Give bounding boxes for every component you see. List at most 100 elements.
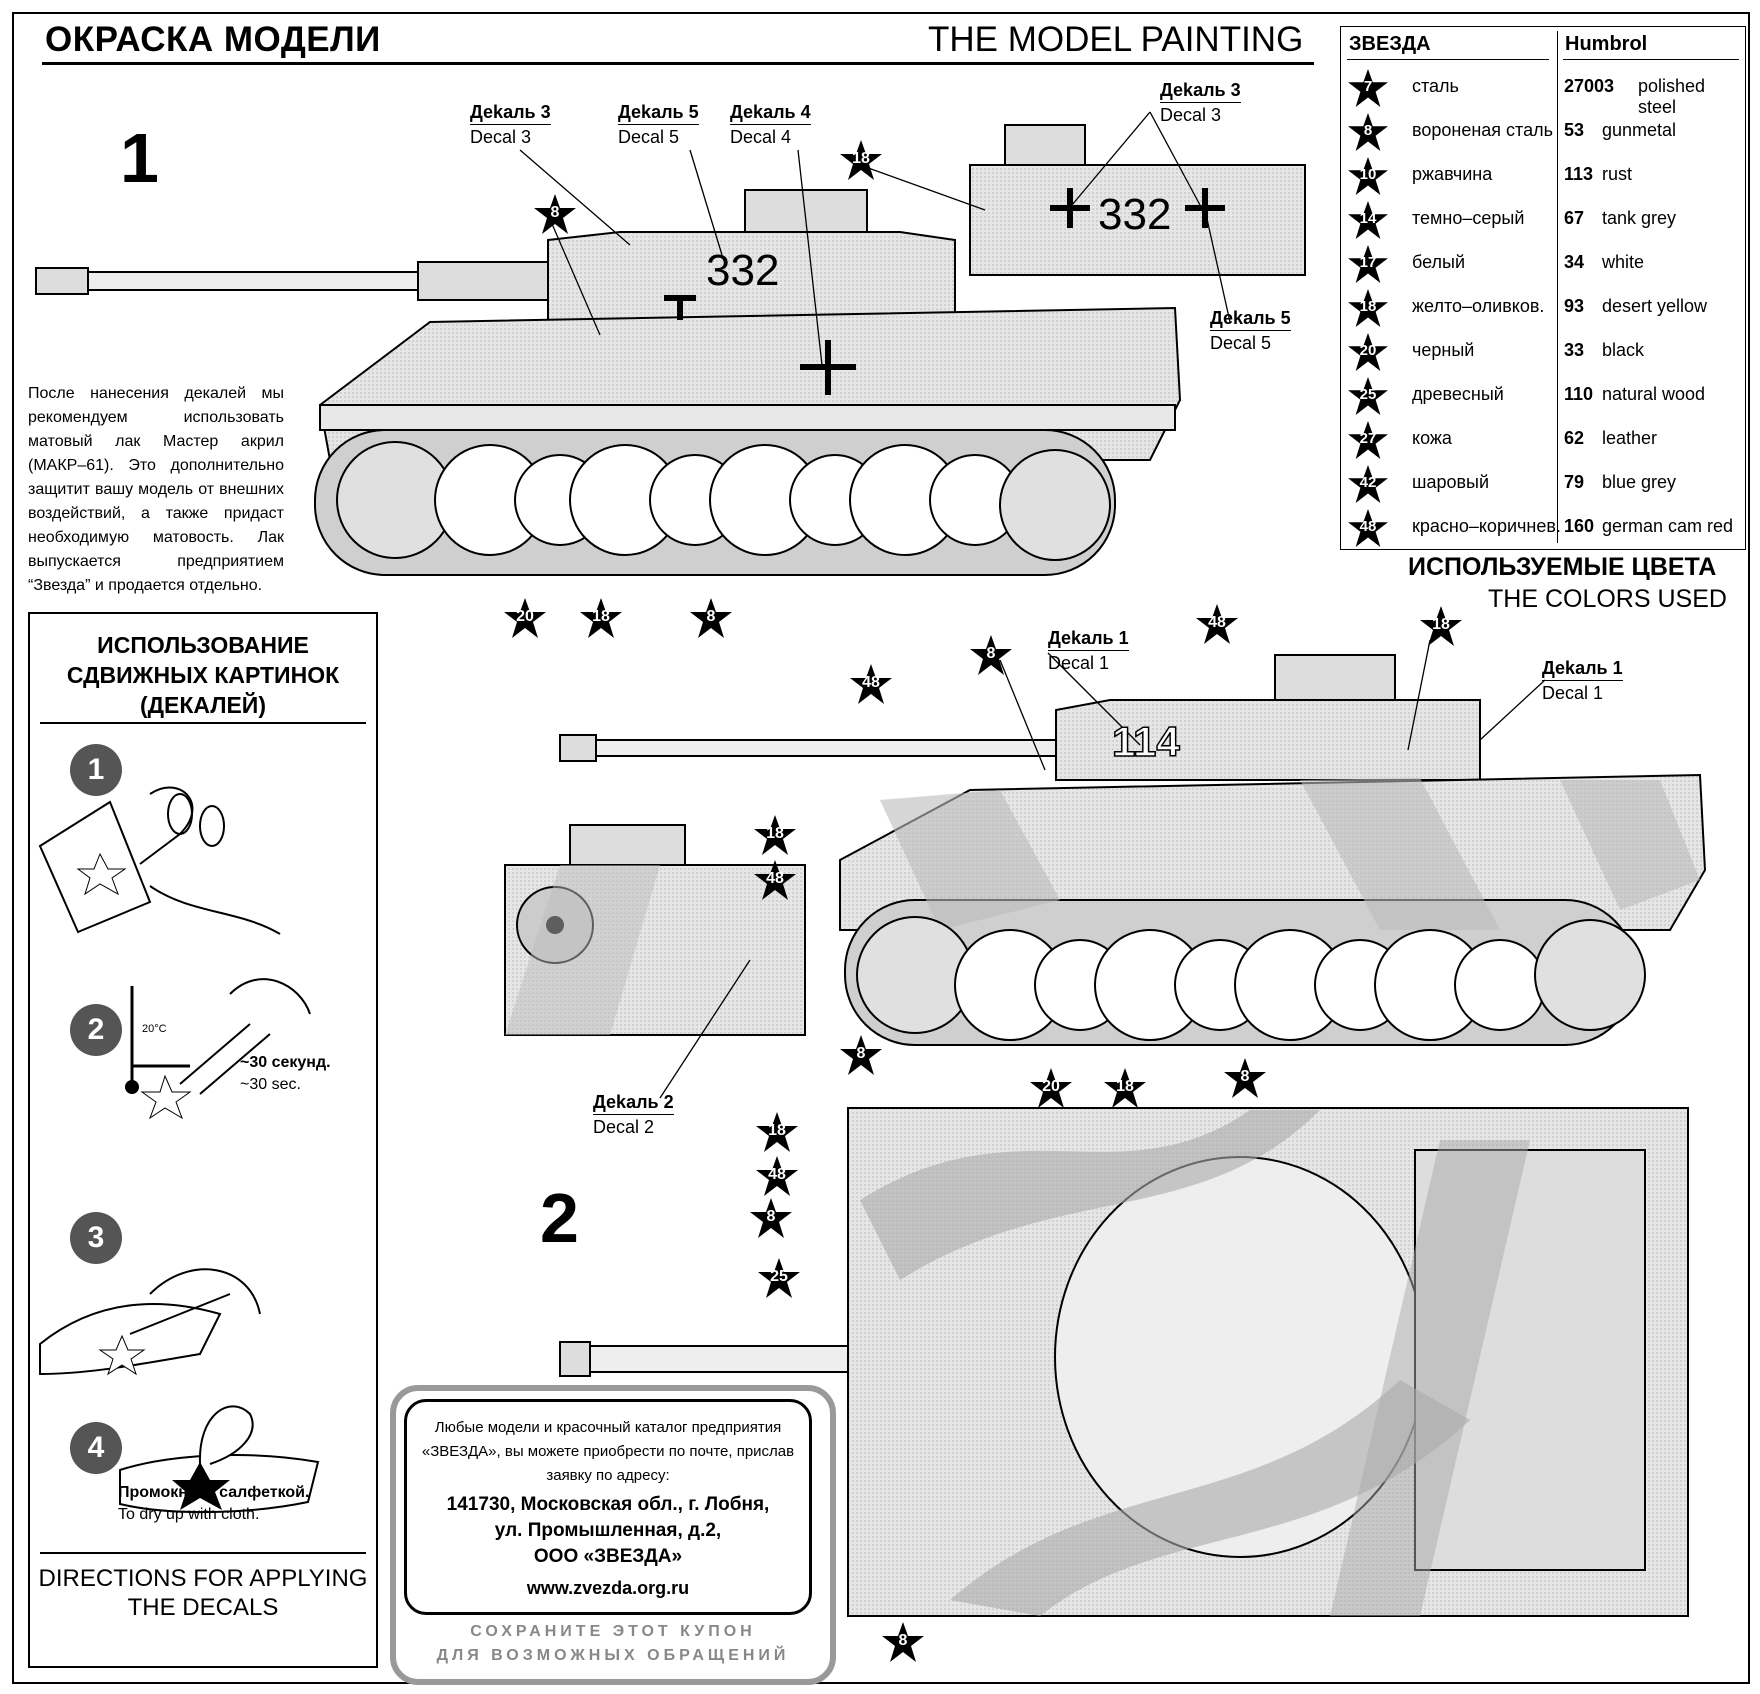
color-code-star: 20 — [1348, 333, 1388, 371]
zvezda-color-name: вороненая сталь — [1412, 120, 1553, 140]
paint-callout-star: 8 — [970, 635, 1012, 675]
color-code-star: 48 — [1348, 509, 1388, 547]
color-row: 18 желто–оливков. 93 desert yellow — [1340, 286, 1744, 330]
paint-callout-star: 48 — [756, 1156, 798, 1196]
title-en: THE MODEL PAINTING — [928, 20, 1304, 59]
step4-ru: Промокнуть салфеткой. — [118, 1484, 310, 1501]
humbrol-number: 93 — [1564, 296, 1585, 316]
color-code-star: 42 — [1348, 465, 1388, 503]
zvezda-color-name: красно–коричнев. — [1412, 516, 1561, 536]
humbrol-number: 53 — [1564, 120, 1585, 140]
zvezda-color-name: кожа — [1412, 428, 1452, 448]
humbrol-number: 67 — [1564, 208, 1585, 228]
colors-table: ЗВЕЗДА Humbrol — [1340, 26, 1746, 550]
humbrol-number: 113 — [1564, 164, 1594, 184]
paint-callout-star: 8 — [882, 1622, 924, 1662]
color-code-star: 18 — [1348, 289, 1388, 327]
title-rule — [42, 62, 1314, 65]
decal-directions-box: ИСПОЛЬЗОВАНИЕ СДВИЖНЫХ КАРТИНОК (ДЕКАЛЕЙ… — [28, 612, 378, 1668]
paint-callout-star: 20 — [504, 598, 546, 638]
humbrol-number: 110 — [1564, 384, 1594, 404]
hull-number-114: 114 — [1111, 717, 1180, 766]
leader-lines — [519, 111, 1546, 1099]
directions-footer: DIRECTIONS FOR APPLYING THE DECALS — [38, 1565, 368, 1621]
humbrol-color-name: tank grey — [1602, 208, 1677, 228]
paint-callout-star: 18 — [754, 815, 796, 855]
colors-caption-ru: ИСПОЛЬЗУЕМЫЕ ЦВЕТА — [1408, 553, 1717, 581]
humbrol-number: 79 — [1564, 472, 1585, 492]
color-code-star: 17 — [1348, 245, 1388, 283]
paint-callout-star: 18 — [756, 1112, 798, 1152]
zvezda-color-name: белый — [1412, 252, 1466, 272]
color-row: 14 темно–серый 67 tank grey — [1340, 198, 1744, 242]
paint-callout-star: 18 — [580, 598, 622, 638]
humbrol-number: 33 — [1564, 340, 1585, 360]
coupon-website[interactable]: www.zvezda.org.ru — [526, 1578, 690, 1598]
color-row: 42 шаровый 79 blue grey — [1340, 462, 1744, 506]
humbrol-number: 34 — [1564, 252, 1585, 272]
paint-callout-star: 8 — [840, 1035, 882, 1075]
color-code-star: 10 — [1348, 157, 1388, 195]
color-code-star: 14 — [1348, 201, 1388, 239]
directions-heading: ИСПОЛЬЗОВАНИЕ СДВИЖНЫХ КАРТИНОК (ДЕКАЛЕЙ… — [66, 632, 340, 718]
humbrol-color-name: leather — [1602, 428, 1658, 448]
paint-callout-star: 8 — [1224, 1058, 1266, 1098]
color-code-star: 25 — [1348, 377, 1388, 415]
step2-ru: ~30 секунд. — [240, 1054, 331, 1071]
paint-callout-star: 48 — [1196, 604, 1238, 644]
step-2-badge: 2 — [70, 1004, 122, 1056]
step-3-badge: 3 — [70, 1212, 122, 1264]
humbrol-color-name: german cam red — [1602, 516, 1734, 536]
coupon: Любые модели и красочный каталог предпри… — [390, 1385, 836, 1685]
tank2-top-view — [559, 1107, 1689, 1617]
humbrol-color-name: gunmetal — [1602, 120, 1677, 140]
scheme-1-number: 1 — [120, 119, 159, 197]
header-zvezda: ЗВЕЗДА — [1349, 33, 1431, 55]
hull-number-332: 332 — [706, 246, 780, 295]
color-row: 17 белый 34 white — [1340, 242, 1744, 286]
paint-callout-star: 8 — [534, 194, 576, 234]
paint-callout-star: 18 — [1420, 606, 1462, 646]
humbrol-color-name: black — [1602, 340, 1645, 360]
zvezda-color-name: ржавчина — [1412, 164, 1493, 184]
color-row: 25 древесный 110 natural wood — [1340, 374, 1744, 418]
zvezda-color-name: желто–оливков. — [1412, 296, 1545, 316]
paint-callout-star: 8 — [690, 598, 732, 638]
color-code-star: 27 — [1348, 421, 1388, 459]
step-4-badge: 4 — [70, 1422, 122, 1474]
zvezda-color-name: сталь — [1412, 76, 1459, 96]
page-frame — [12, 12, 1750, 1684]
tank1-wheels — [336, 441, 1111, 561]
temperature-label: 20°C — [142, 1023, 167, 1035]
color-row: 27 кожа 62 leather — [1340, 418, 1744, 462]
humbrol-color-name: natural wood — [1602, 384, 1706, 404]
paint-callout-star: 18 — [840, 140, 882, 180]
humbrol-color-name: white — [1602, 252, 1645, 272]
humbrol-color-name: blue grey — [1602, 472, 1677, 492]
coupon-intro: Любые модели и красочный каталог предпри… — [421, 1419, 795, 1484]
color-code-star: 7 — [1348, 69, 1388, 107]
zvezda-color-name: шаровый — [1412, 472, 1490, 492]
humbrol-color-name: polished steel — [1638, 76, 1706, 117]
humbrol-number: 160 — [1564, 516, 1595, 536]
humbrol-color-name: rust — [1602, 164, 1633, 184]
tank2-rear-view — [504, 824, 806, 1036]
zvezda-color-name: черный — [1412, 340, 1475, 360]
humbrol-color-name: desert yellow — [1602, 296, 1708, 316]
zvezda-color-name: древесный — [1412, 384, 1504, 404]
step2-en: ~30 sec. — [240, 1076, 301, 1093]
zvezda-color-name: темно–серый — [1412, 208, 1525, 228]
coupon-address: 141730, Московская обл., г. Лобня, ул. П… — [446, 1494, 770, 1567]
coupon-keep-line1: СОХРАНИТЕ ЭТОТ КУПОН — [470, 1623, 756, 1640]
hull-number-332-rear: 332 — [1098, 190, 1172, 239]
humbrol-number: 62 — [1564, 428, 1585, 448]
